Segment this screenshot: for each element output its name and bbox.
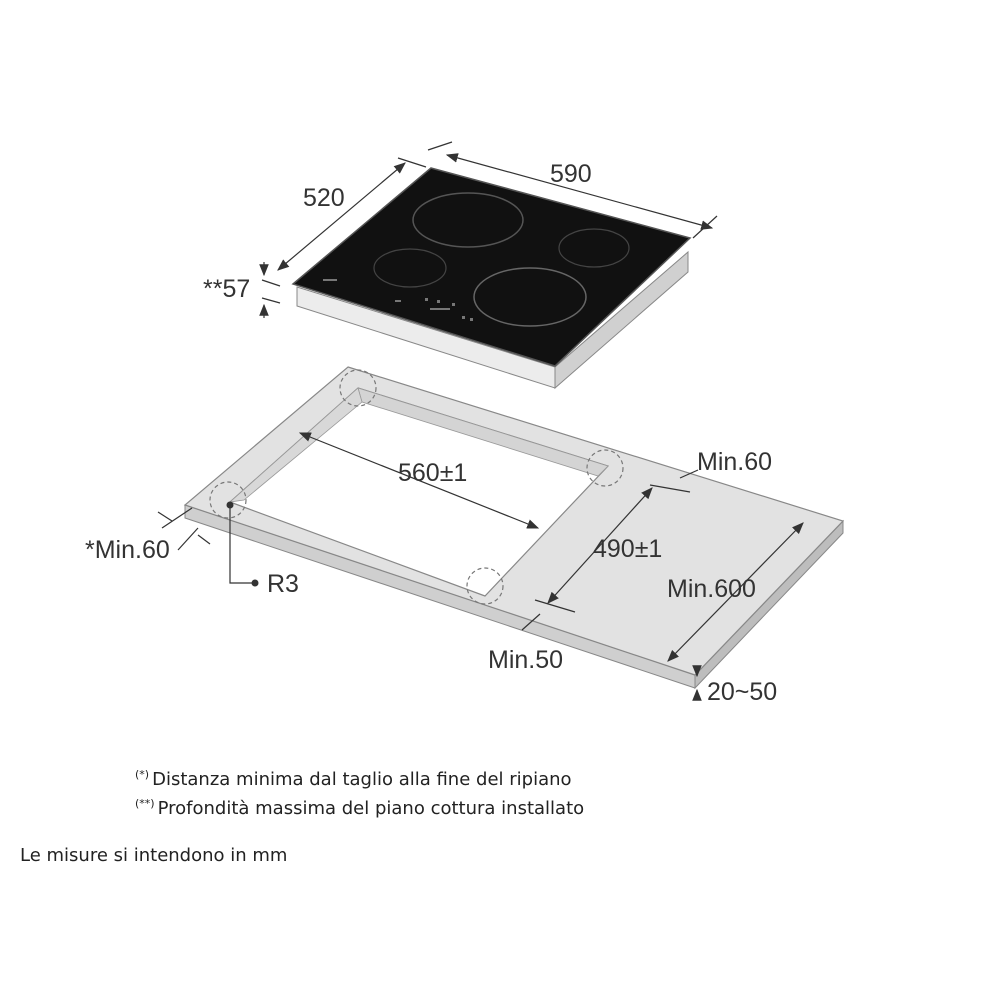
front-margin-label: Min.50 xyxy=(488,646,563,674)
depth-dimension-line xyxy=(277,162,406,271)
control-panel xyxy=(323,279,473,321)
countertop xyxy=(183,366,845,690)
thickness-label: 20~50 xyxy=(707,678,777,706)
cutout-width-label: 560±1 xyxy=(398,459,467,487)
corner-circle xyxy=(466,567,504,605)
glass-top xyxy=(291,167,692,367)
hob-height-label: **57 xyxy=(203,275,250,303)
burner xyxy=(473,267,587,327)
hob-width-label: 590 xyxy=(550,160,592,188)
cutout-width-line xyxy=(298,432,540,529)
footnote-2: (**)Profondità massima del piano cottura… xyxy=(135,797,584,819)
units-note: Le misure si intendono in mm xyxy=(20,845,288,866)
hob xyxy=(291,167,692,390)
cutout-depth-label: 490±1 xyxy=(593,535,662,563)
footnote-1-text: Distanza minima dal taglio alla fine del… xyxy=(152,769,572,790)
r3-leader xyxy=(229,505,252,584)
side-margin-label: *Min.60 xyxy=(85,536,170,564)
width-dimension-line xyxy=(445,153,714,230)
rear-margin-label: Min.60 xyxy=(697,448,772,476)
hob-depth-label: 520 xyxy=(303,184,345,212)
counter-depth-label: Min.600 xyxy=(667,575,756,603)
corner-radius-label: R3 xyxy=(267,570,299,598)
footnote-2-text: Profondità massima del piano cottura ins… xyxy=(157,798,585,819)
corner-circle xyxy=(339,369,377,407)
counter-depth-line xyxy=(667,522,804,662)
cutout-depth-line xyxy=(547,487,653,604)
footnote-1-marker: (*) xyxy=(135,768,150,781)
corner-circle xyxy=(586,449,624,487)
footnote-1: (*)Distanza minima dal taglio alla fine … xyxy=(135,768,572,790)
footnote-2-marker: (**) xyxy=(135,797,155,810)
corner-circle xyxy=(209,481,247,519)
